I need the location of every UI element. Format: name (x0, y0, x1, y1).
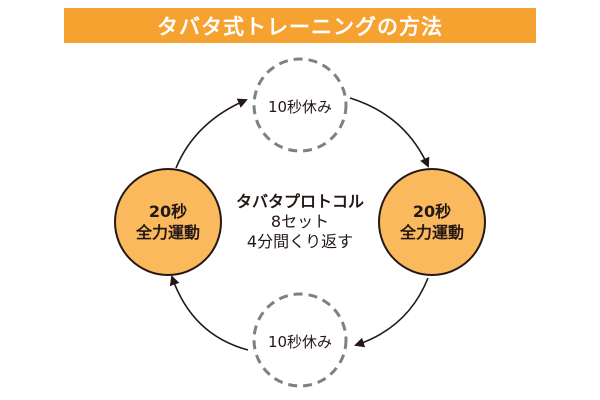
protocol-duration: 4分間くり返す (246, 232, 354, 251)
protocol-summary: タバタプロトコル 8セット 4分間くり返す (220, 192, 380, 252)
work-description: 全力運動 (135, 223, 200, 242)
work-node-right (378, 168, 486, 276)
arrow-left-to-top (175, 98, 248, 169)
work-node-left (114, 168, 222, 276)
rest-node-top (252, 57, 348, 153)
arrow-top-to-right (349, 97, 430, 168)
rest-label-top: 10秒休み (267, 98, 333, 116)
work-duration: 20秒 (148, 202, 188, 221)
work-label-left: 20秒 全力運動 (113, 201, 223, 243)
rest-node-bottom (252, 292, 348, 388)
arrow-right-to-bottom (354, 277, 429, 348)
work-label-right: 20秒 全力運動 (377, 201, 487, 243)
protocol-title: タバタプロトコル (235, 192, 364, 211)
title-banner: タバタ式トレーニングの方法 (64, 8, 536, 43)
protocol-sets: 8セット (270, 212, 330, 231)
arrow-bottom-to-left (169, 275, 249, 351)
work-duration: 20秒 (412, 202, 452, 221)
rest-label-bottom: 10秒休み (267, 333, 333, 351)
work-description: 全力運動 (399, 223, 464, 242)
